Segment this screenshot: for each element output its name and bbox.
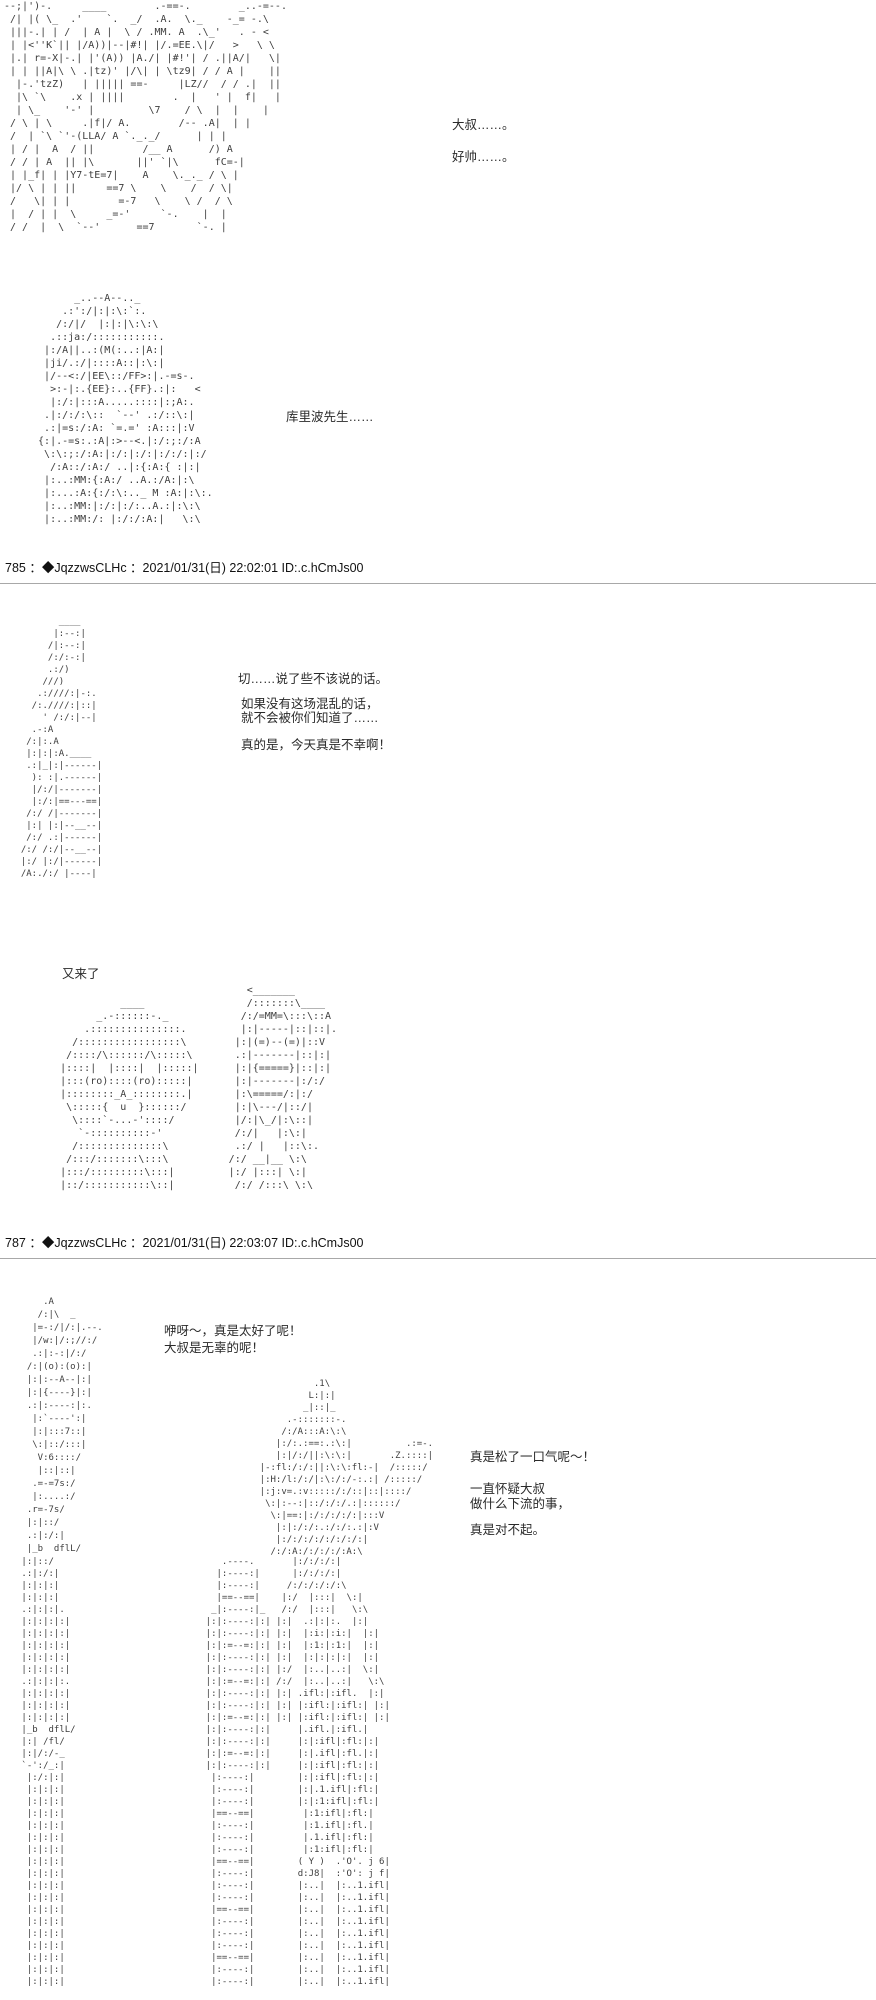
dialogue-uncle: 大叔……。 [452,118,515,132]
dialogue-relief-left: 咿呀～，真是太好了呢！ 大叔是无辜的呢！ [164,1324,302,1355]
post-header-787: 787 ：◆JqzzwsCLHc ：2021/01/31(日) 22:03:07… [5,1236,364,1250]
post-divider [0,583,876,584]
post-header-785: 785 ：◆JqzzwsCLHc ：2021/01/31(日) 22:02:01… [5,561,364,575]
dialogue-regret-line4: 真的是，今天真是不幸啊！ [241,738,392,752]
dialogue-relief-right1: 真是松了一口气呢～！ [470,1450,596,1464]
ascii-art-right-figure: .1\ L:|:| _|::|_ .-:::::::-. /:/A:::A:\:… [259,1379,434,1557]
ascii-art-bottom-bodies: |:|::/ .----. |:/:/:/:| .:|:/:| |:----:|… [21,1557,390,1987]
dialogue-kuribo: 库里波先生…… [286,410,374,424]
ascii-art-left-figure: .A /:|\ _ |=-:/|/:|.--. |/w:|/:;//:/ .:|… [26,1297,103,1554]
dialogue-relief-right4: 真是对不起。 [470,1523,546,1537]
post-divider [0,1258,876,1259]
ascii-art-two-figures: <_______ ____ /:::::::\____ _.-::::::-._… [60,985,338,1191]
dialogue-regret-line2-3: 如果没有这场混乱的话， 就不会被你们知道了…… [241,697,379,725]
ascii-art-girl-face: _..--A--.._ .:':/|:|:\:`:. /:/|/ |:|:|\:… [38,293,213,525]
dialogue-regret-line1: 切……说了些不该说的话。 [238,672,389,686]
dialogue-again: 又来了 [62,967,100,981]
dialogue-relief-right2-3: 一直怀疑大叔 做什么下流的事， [470,1482,571,1511]
dialogue-handsome: 好帅……。 [452,150,515,164]
ascii-art-crowd-scene: --;|')-. ____ .-==-. _..-=--. /| |( \_ .… [4,1,287,233]
ascii-art-sitting-figure: ____ |:--:| /|:--:| /:/:-:| .:/) ///) .:… [20,617,103,879]
